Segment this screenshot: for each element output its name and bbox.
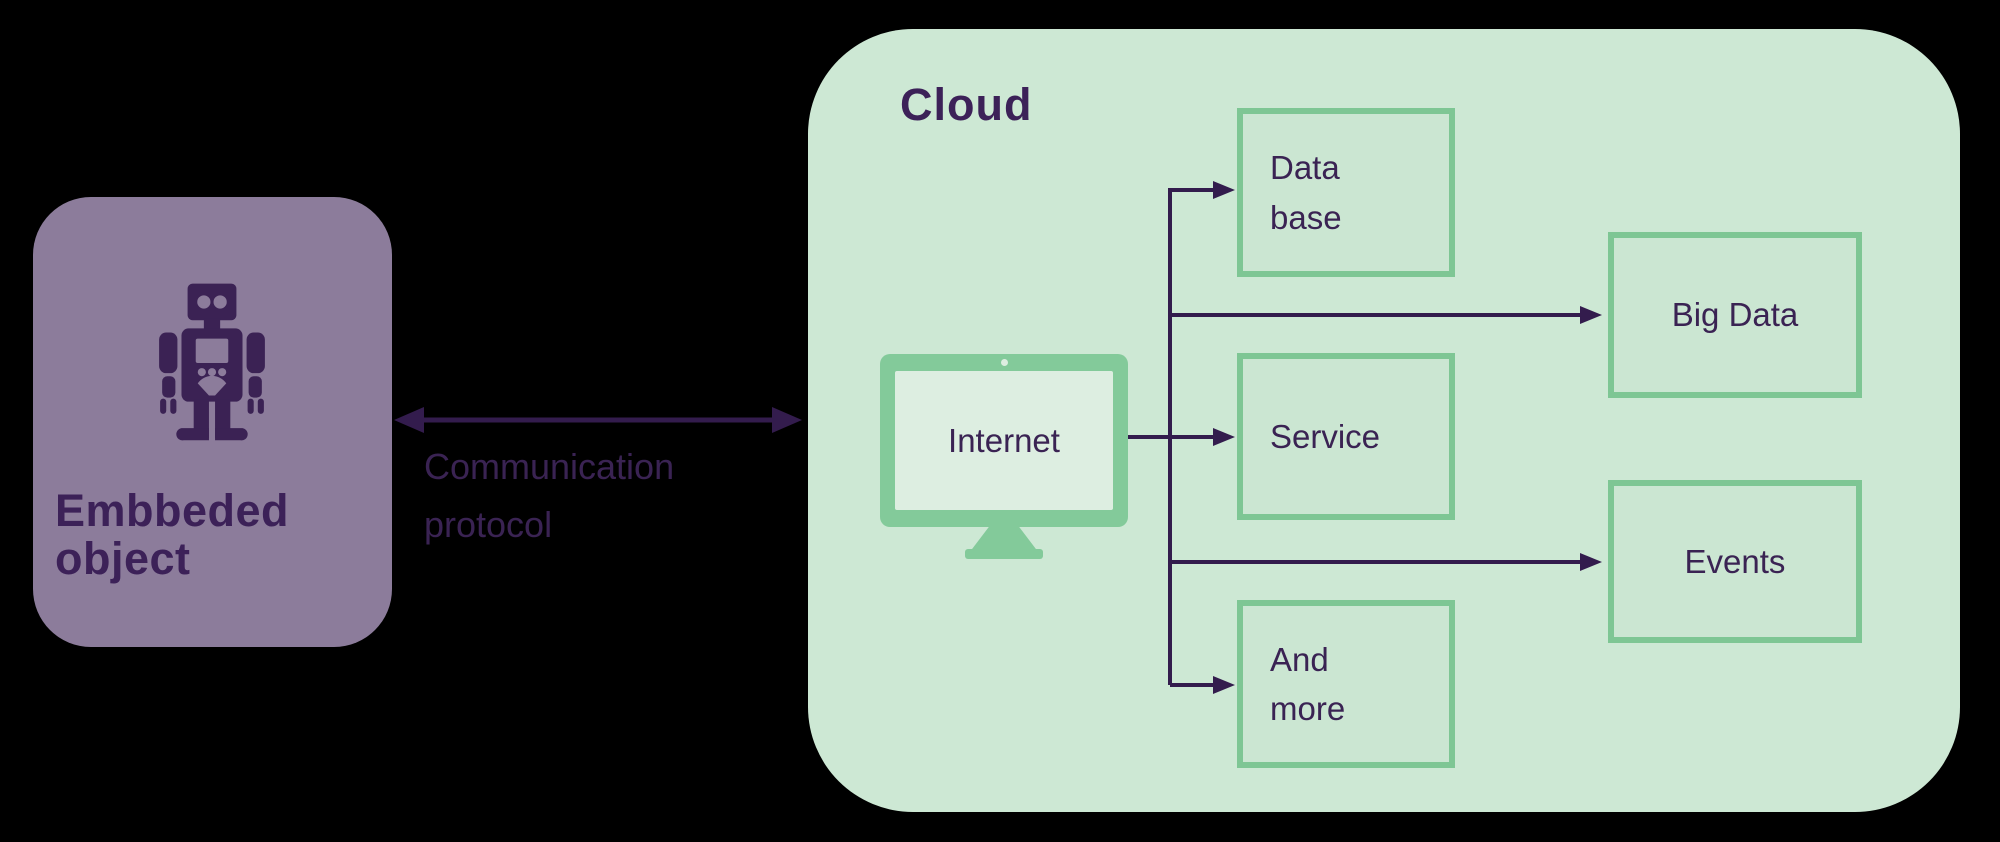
node-database: Data base [1237, 108, 1455, 277]
embedded-object-label: Embbeded object [55, 485, 290, 585]
monitor-frame: Internet [880, 354, 1128, 527]
cloud-title: Cloud [900, 79, 1033, 130]
node-service-label: Service [1270, 417, 1381, 455]
node-bigdata: Big Data [1608, 232, 1862, 398]
node-service: Service [1237, 353, 1455, 520]
node-events-label: Events [1684, 542, 1786, 580]
monitor-stand [972, 527, 1036, 549]
monitor-screen: Internet [895, 371, 1113, 510]
robot-icon [153, 277, 271, 449]
arrowhead-right [772, 407, 802, 433]
camera-dot-icon [1001, 359, 1008, 366]
embedded-object-panel: Embbeded object [33, 197, 392, 647]
internet-label: Internet [948, 421, 1060, 459]
communication-protocol-label: Communication protocol [424, 446, 675, 546]
node-andmore-label: And more [1270, 640, 1346, 728]
cloud-panel: Cloud Internet Data base Service And mor… [808, 29, 1960, 812]
node-database-label: Data base [1270, 149, 1342, 236]
node-andmore: And more [1237, 600, 1455, 768]
node-bigdata-label: Big Data [1671, 296, 1799, 334]
monitor-icon: Internet [880, 354, 1128, 586]
monitor-base [965, 549, 1043, 559]
node-events: Events [1608, 480, 1862, 643]
arrowhead-left [394, 407, 424, 433]
